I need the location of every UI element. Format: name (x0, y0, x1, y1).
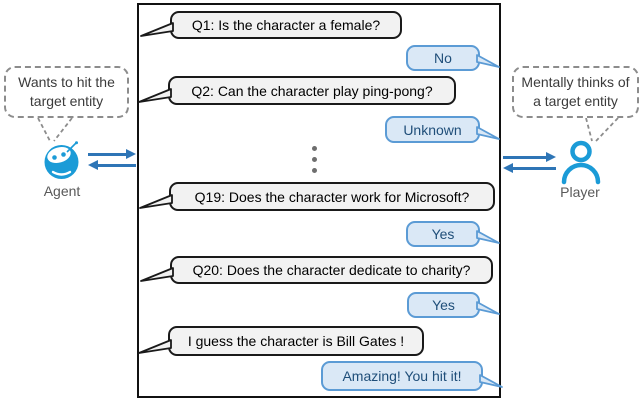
bubble-tail-left (138, 88, 172, 103)
player-thought-tail (585, 117, 619, 142)
question-bubble-q20: Q20: Does the character dedicate to char… (140, 256, 493, 284)
player-label: Player (560, 184, 600, 200)
answer-text: Yes (431, 226, 455, 242)
agent-thought-tail (37, 117, 73, 142)
answer-text: Yes (432, 297, 455, 313)
answer-bubble-no: No (406, 45, 500, 71)
question-text: Q1: Is the character a female? (191, 17, 381, 33)
player-person-icon (561, 140, 601, 185)
bubble-tail-left (140, 22, 174, 37)
answer-text: Unknown (403, 121, 462, 138)
bubble-tail-right (479, 374, 503, 388)
question-bubble-q19: Q19: Does the character work for Microso… (139, 182, 495, 211)
question-text: Q2: Can the character play ping-pong? (191, 82, 433, 99)
answer-bubble-unknown: Unknown (385, 116, 500, 143)
answer-bubble-yes-1: Yes (406, 221, 500, 247)
ellipsis-dot (312, 146, 317, 151)
agent-thought-text: Wants to hit the target entity (18, 74, 115, 109)
answer-bubble-amazing: Amazing! You hit it! (321, 361, 503, 391)
question-text: Q19: Does the character work for Microso… (194, 188, 470, 205)
answer-text: Amazing! You hit it! (342, 368, 462, 384)
bubble-tail-left (138, 339, 172, 354)
player-thought-bubble: Mentally thinks of a target entity (512, 66, 639, 118)
bubble-tail-right (476, 126, 500, 140)
agent-thought-bubble: Wants to hit the target entity (4, 66, 129, 118)
ellipsis-dot (312, 168, 317, 173)
guess-bubble: I guess the character is Bill Gates ! (138, 326, 424, 356)
question-bubble-q2: Q2: Can the character play ping-pong? (138, 76, 456, 105)
answer-text: No (434, 50, 452, 66)
player-to-box-arrow (503, 163, 556, 172)
box-to-player-arrow (503, 152, 556, 161)
guess-text: I guess the character is Bill Gates ! (187, 333, 405, 349)
question-text: Q20: Does the character dedicate to char… (192, 262, 471, 278)
player-thought-text: Mentally thinks of a target entity (521, 74, 630, 109)
bubble-tail-left (140, 267, 174, 282)
bubble-tail-right (476, 54, 500, 68)
agent-robot-icon (44, 141, 79, 179)
ellipsis-dot (312, 157, 317, 162)
agent-to-box-arrow (88, 149, 136, 158)
question-bubble-q1: Q1: Is the character a female? (140, 11, 402, 39)
bubble-tail-right (476, 230, 500, 244)
agent-label: Agent (43, 183, 81, 199)
box-to-agent-arrow (88, 160, 136, 169)
bubble-tail-left (139, 194, 173, 209)
answer-bubble-yes-2: Yes (407, 292, 500, 318)
bubble-tail-right (476, 301, 500, 315)
